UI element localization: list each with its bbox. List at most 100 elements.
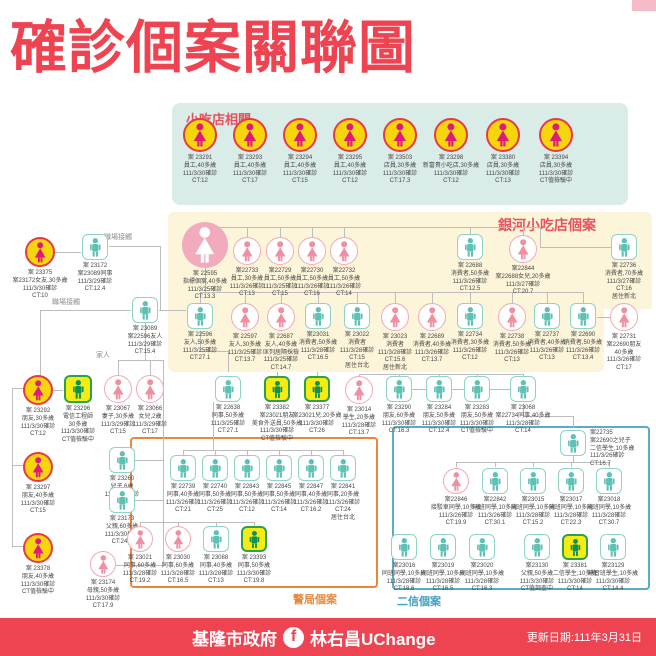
connector-line [247,227,248,237]
male-case-icon-23284 [426,376,452,402]
female-case-icon-23066 [136,375,164,403]
female-case-icon-22731 [610,303,638,331]
female-case-icon-23394 [539,118,573,152]
connector-line [135,460,164,461]
male-case-icon-23382 [264,376,290,402]
connector-line [254,522,255,526]
connector-line [118,360,119,375]
relationship-edge-label: 家人 [96,352,110,359]
facebook-icon[interactable]: f [283,626,304,648]
connector-line [490,389,510,390]
connector-line [12,388,23,389]
connector-line [597,317,610,318]
male-case-icon-23296 [64,375,92,403]
connector-line [281,292,282,303]
connector-line [317,372,318,377]
male-case-icon-23290 [386,376,412,402]
connector-line [533,462,534,467]
male-case-icon-22690 [570,303,596,329]
connector-line [573,456,574,462]
male-case-icon-22734 [457,303,483,329]
connector-line [359,374,523,375]
connector-line [140,522,141,526]
connector-line [456,462,457,467]
connector-line [540,227,541,247]
group-title-galaxy: 銀河小吃店個案 [498,217,596,233]
connector-line [178,522,179,526]
connector-line [540,247,611,248]
male-case-icon-23129 [600,534,626,560]
connector-line [200,331,201,351]
female-case-icon-23291 [183,118,217,152]
male-case-icon-22842 [482,468,508,494]
connector-line [280,227,281,237]
female-case-icon-22844 [509,235,537,263]
connector-line [247,450,248,456]
male-case-icon-22737 [534,303,560,329]
female-case-icon-22733 [233,237,261,265]
male-case-icon-22735 [560,430,586,456]
female-case-icon-23380 [486,118,520,152]
female-case-icon-23293 [233,118,267,152]
male-case-icon-22638 [215,376,241,402]
footer-brand-name: 林右昌UChange [310,629,436,649]
male-case-icon-23089 [132,297,158,323]
connector-line [228,351,229,372]
male-case-icon-23088 [203,526,229,552]
male-case-icon-22843 [234,455,260,481]
connector-line [109,246,160,247]
connector-line [150,360,151,375]
connector-line [573,416,574,428]
male-case-icon-23260 [109,447,135,473]
connector-line [213,402,214,450]
group-box-erxin [392,426,650,590]
female-case-icon-23030 [165,526,191,552]
female-case-icon-22595 [182,222,228,268]
female-case-icon-23297 [23,452,53,482]
connector-line [279,450,280,456]
connector-line [218,227,540,228]
female-case-icon-22729 [266,237,294,265]
connector-line [40,310,131,311]
female-case-icon-23292 [23,375,53,405]
connector-line [523,416,573,417]
male-case-icon-23018 [596,468,622,494]
connector-line [512,292,513,303]
connector-line [160,246,161,311]
connector-line [215,450,216,456]
group-title-erxin: 二信個案 [397,596,441,608]
male-case-icon-23017 [558,468,584,494]
male-case-icon-23283 [464,376,490,402]
male-case-icon-22736 [611,234,637,260]
connector-line [205,268,206,292]
